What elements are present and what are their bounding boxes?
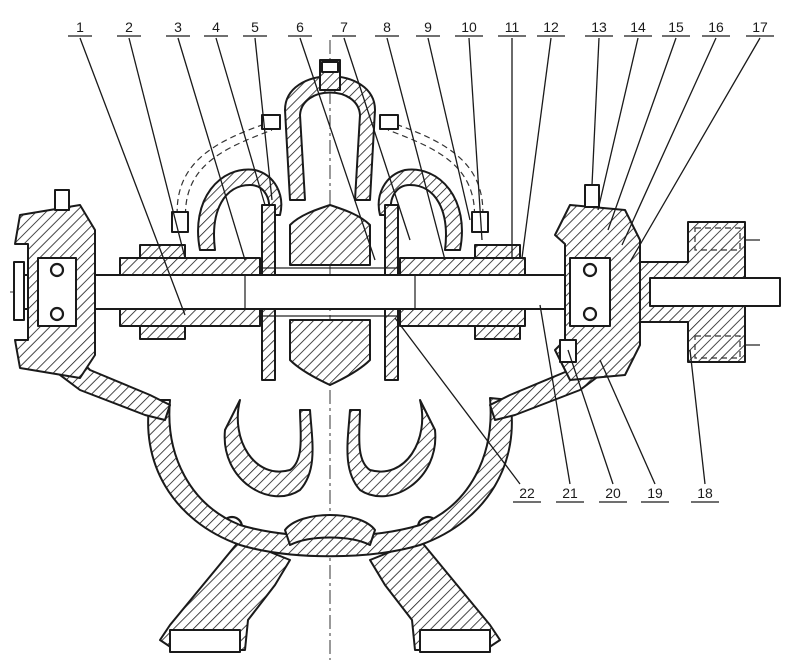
part-number-22: 22 bbox=[519, 485, 535, 501]
part-label-8: 8 bbox=[375, 19, 446, 261]
impeller bbox=[261, 204, 399, 386]
part-number-1: 1 bbox=[76, 19, 84, 35]
part-label-14: 14 bbox=[597, 19, 652, 211]
part-number-8: 8 bbox=[383, 19, 391, 35]
part-number-labels: 1 2 3 4 5 6 7 bbox=[68, 19, 774, 503]
part-label-13: 13 bbox=[585, 19, 613, 186]
seal-water-piping bbox=[171, 114, 489, 233]
right-bearing-housing bbox=[554, 184, 641, 381]
part-label-5: 5 bbox=[243, 19, 273, 201]
part-number-19: 19 bbox=[647, 485, 663, 501]
part-label-6: 6 bbox=[288, 19, 376, 261]
part-label-11: 11 bbox=[498, 19, 526, 258]
part-number-13: 13 bbox=[591, 19, 607, 35]
part-label-22: 22 bbox=[394, 317, 541, 503]
part-label-18: 18 bbox=[689, 349, 719, 503]
coupling bbox=[639, 221, 781, 363]
shaft-sleeves bbox=[119, 244, 526, 340]
part-label-15: 15 bbox=[607, 19, 690, 231]
part-label-16: 16 bbox=[621, 19, 730, 246]
part-label-19: 19 bbox=[599, 359, 669, 503]
pump-pedestal bbox=[159, 515, 501, 653]
part-number-11: 11 bbox=[505, 19, 520, 35]
part-number-2: 2 bbox=[125, 19, 133, 35]
part-label-1: 1 bbox=[68, 19, 186, 316]
part-label-12: 12 bbox=[521, 19, 565, 259]
part-number-18: 18 bbox=[697, 485, 713, 501]
upper-casing bbox=[197, 59, 463, 251]
part-label-17: 17 bbox=[629, 19, 774, 263]
part-number-20: 20 bbox=[605, 485, 621, 501]
part-number-6: 6 bbox=[296, 19, 304, 35]
part-number-10: 10 bbox=[461, 19, 477, 35]
left-bearing-housing bbox=[13, 189, 96, 379]
part-label-10: 10 bbox=[455, 19, 483, 241]
part-number-12: 12 bbox=[543, 19, 559, 35]
part-number-21: 21 bbox=[562, 485, 578, 501]
pump-drawing-body bbox=[10, 40, 785, 660]
part-label-3: 3 bbox=[166, 19, 246, 261]
part-label-9: 9 bbox=[416, 19, 471, 221]
part-number-17: 17 bbox=[752, 19, 768, 35]
part-number-14: 14 bbox=[630, 19, 646, 35]
part-label-4: 4 bbox=[204, 19, 266, 206]
part-number-5: 5 bbox=[251, 19, 259, 35]
part-number-3: 3 bbox=[174, 19, 182, 35]
part-label-21: 21 bbox=[539, 304, 584, 503]
part-number-15: 15 bbox=[668, 19, 684, 35]
shaft bbox=[19, 267, 646, 317]
part-label-20: 20 bbox=[567, 349, 627, 503]
part-label-2: 2 bbox=[117, 19, 186, 259]
part-number-9: 9 bbox=[424, 19, 432, 35]
part-number-7: 7 bbox=[340, 19, 348, 35]
part-number-16: 16 bbox=[708, 19, 724, 35]
part-label-7: 7 bbox=[332, 19, 411, 241]
part-number-4: 4 bbox=[212, 19, 220, 35]
